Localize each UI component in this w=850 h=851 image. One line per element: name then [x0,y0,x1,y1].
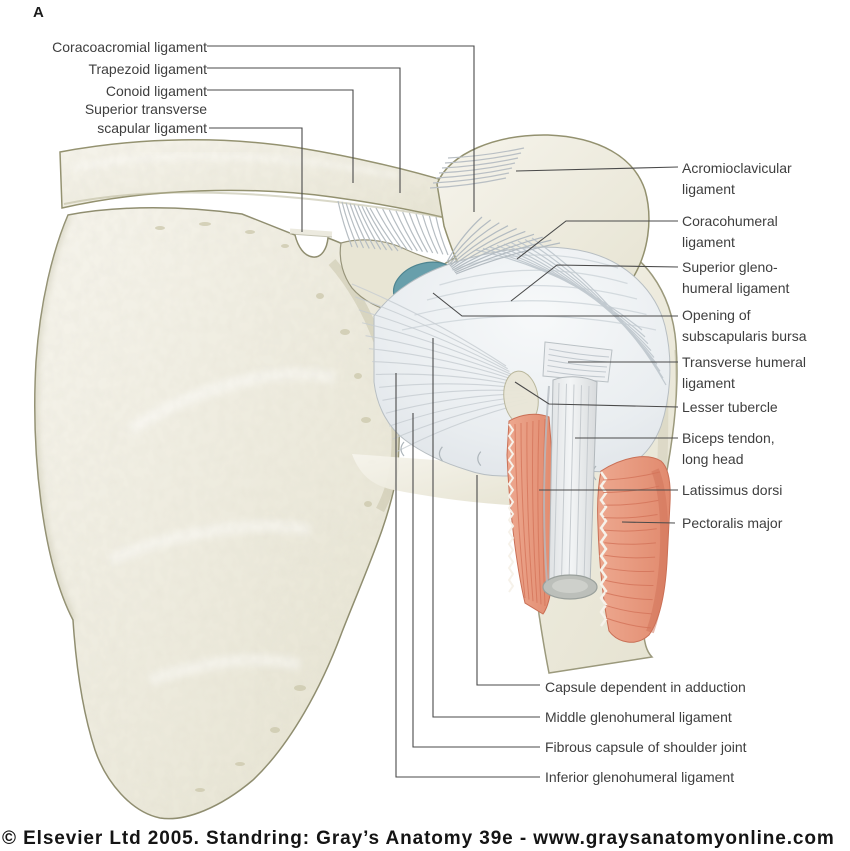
leader-superior-transverse-scapular-ligament [209,127,303,232]
label-superior-glenohumeral-ligament: Superior gleno- humeral ligament [682,259,790,296]
label-coracohumeral-ligament: Coracohumeral ligament [682,213,778,250]
label-acromioclavicular-ligament: Acromioclavicular ligament [682,160,792,197]
leader-coracohumeral-ligament [516,220,678,260]
leader-superior-glenohumeral-ligament [510,264,679,302]
label-capsule-dependent-in-adduction: Capsule dependent in adduction [545,679,746,695]
label-inferior-glenohumeral-ligament: Inferior glenohumeral ligament [545,769,735,785]
label-biceps-tendon-long-head: Biceps tendon, long head [682,430,775,467]
supraspinatus-fibers [475,237,667,386]
panel-letter: A [33,4,44,21]
leader-coracoacromial-ligament [207,45,475,212]
leader-opening-of-subscapularis-bursa [432,292,678,317]
subscapularis-fibers [351,283,529,453]
label-middle-glenohumeral-ligament: Middle glenohumeral ligament [545,709,732,725]
label-fibrous-capsule-of-shoulder-joint: Fibrous capsule of shoulder joint [545,739,747,755]
leader-capsule-dependent [476,475,540,686]
copyright-credit: © Elsevier Ltd 2005. Standring: Gray’s A… [2,828,835,849]
label-trapezoid-ligament: Trapezoid ligament [88,61,207,77]
leader-fibrous-capsule [412,413,540,748]
pectoralis-major-shape [597,456,671,643]
label-latissimus-dorsi: Latissimus dorsi [682,482,783,498]
biceps-tendon-fibers [553,382,590,584]
trapezoid-ligament-fibers [375,207,449,256]
coracoacromial-ligament-fibers [446,216,561,275]
conoid-ligament-fibers [337,200,399,252]
leader-lines [207,45,679,778]
leader-middle-glenohumeral-ligament [432,338,540,718]
bicipital-groove-shadow [543,385,550,583]
transverse-humeral-ligament-fibers [546,348,610,378]
leader-lesser-tubercle [514,381,679,408]
biceps-tendon-cut-end [542,574,598,600]
leader-pectoralis-major [621,521,676,524]
leader-inferior-glenohumeral-ligament [395,373,540,778]
superior-transverse-scapular-ligament-shape [289,228,333,238]
leader-trapezoid-ligament [207,67,401,193]
label-pectoralis-major: Pectoralis major [682,515,783,531]
pectoralis-fringe [599,471,608,627]
label-lesser-tubercle: Lesser tubercle [682,399,778,415]
label-superior-transverse-scapular-ligament: Superior transverse scapular ligament [84,101,207,136]
latissimus-dorsi-shape [506,413,556,615]
latissimus-fringe [507,423,515,593]
pectoralis-major-fibers [602,471,661,629]
label-coracoacromial-ligament: Coracoacromial ligament [52,39,207,55]
leader-conoid-ligament [207,89,354,183]
leader-acromioclavicular-ligament [515,166,679,172]
label-conoid-ligament: Conoid ligament [105,83,207,99]
label-transverse-humeral-ligament: Transverse humeral ligament [682,354,806,391]
label-opening-of-subscapularis-bursa: Opening of subscapularis bursa [682,307,807,344]
latissimus-dorsi-fibers [514,418,546,607]
